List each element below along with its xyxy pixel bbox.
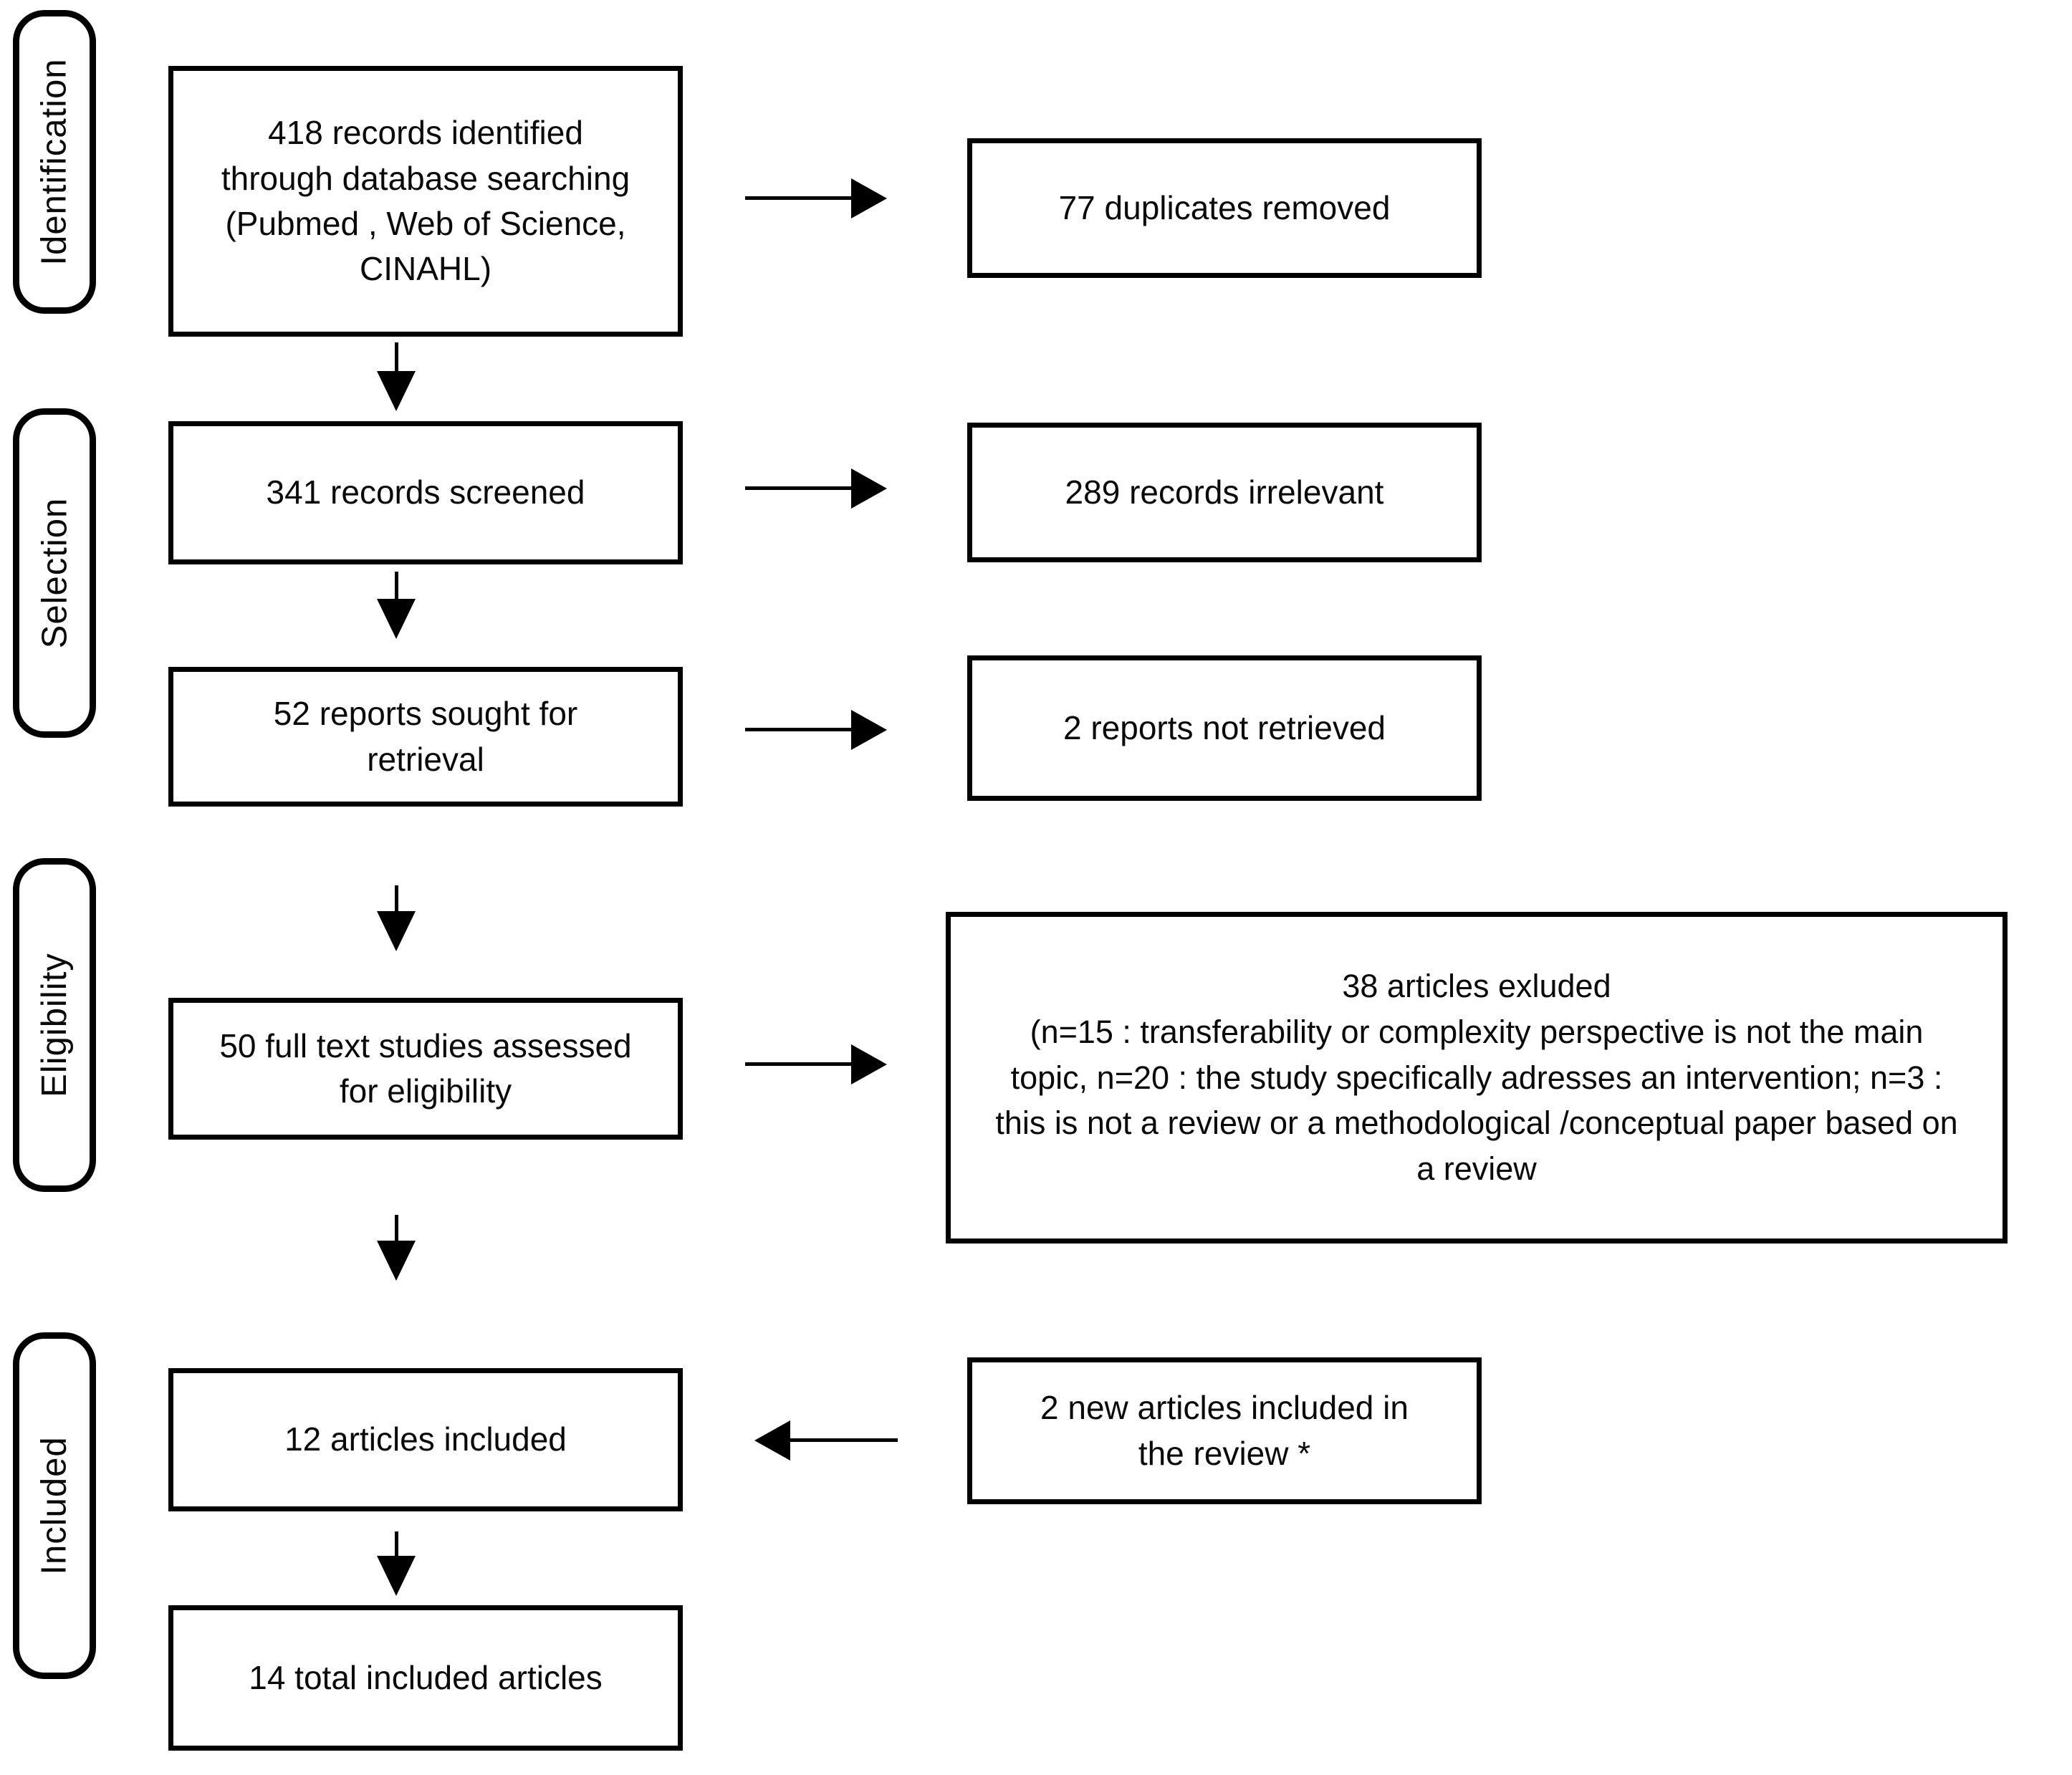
stage-selection: Selection [13,408,96,738]
stage-selection-label: Selection [35,497,75,649]
box-total-included: 14 total included articles [168,1605,683,1751]
stage-eligibility-label: Eligibility [35,953,74,1097]
box-duplicates-removed: 77 duplicates removed [967,138,1482,278]
stage-included: Included [13,1332,96,1679]
box-records-screened: 341 records screened [168,421,683,564]
box-fulltext-assessed: 50 full text studies assessed for eligib… [168,998,683,1140]
box-reports-sought: 52 reports sought for retrieval [168,667,683,807]
box-reports-not-retrieved: 2 reports not retrieved [967,655,1482,801]
box-new-articles-included: 2 new articles included in the review * [967,1357,1482,1504]
box-articles-included: 12 articles included [168,1368,683,1511]
stage-eligibility: Eligibility [13,858,96,1192]
stage-identification: Identification [13,10,96,314]
box-records-identified: 418 records identified through database … [168,66,683,337]
stage-identification-label: Identification [35,58,74,266]
stage-included-label: Included [35,1436,75,1575]
box-articles-excluded: 38 articles exluded (n=15 : transferabil… [946,912,2008,1244]
box-records-irrelevant: 289 records irrelevant [967,423,1482,562]
